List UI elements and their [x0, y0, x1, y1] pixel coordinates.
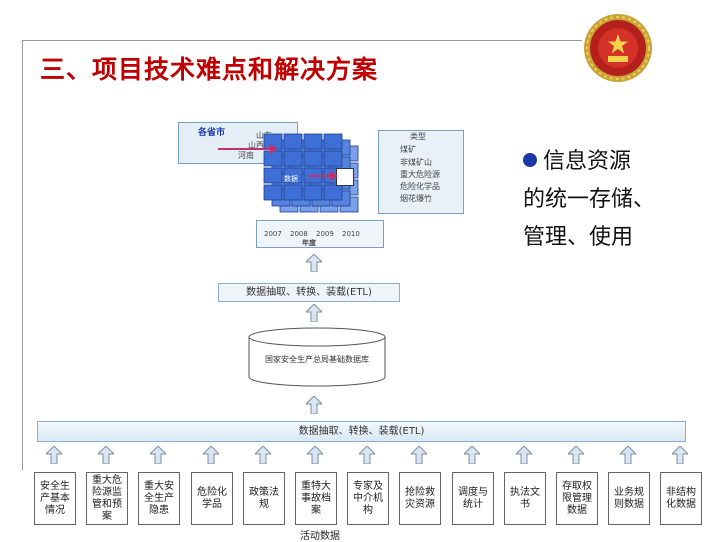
database-label: 国家安全生产总局基础数据库 — [265, 355, 369, 364]
source-box: 安全生产基本情况 — [34, 472, 76, 525]
up-arrow-icon — [306, 254, 322, 272]
cube-cell — [283, 150, 303, 167]
source-label: 重大安全生产隐患 — [144, 480, 174, 516]
source-box: 重大安全生产隐患 — [138, 472, 180, 525]
industry-3: 重大危险源 — [400, 170, 440, 179]
up-arrow-icon — [566, 445, 586, 465]
industry-2: 非煤矿山 — [400, 158, 432, 167]
industry-4: 危险化学品 — [400, 182, 440, 191]
arrow-to-cube-icon — [218, 144, 278, 154]
source-box: 重特大事故档案 — [295, 472, 337, 525]
up-arrow-icon — [44, 445, 64, 465]
frame-top-line — [22, 40, 582, 41]
source-label: 专家及中介机构 — [353, 480, 383, 516]
source-box: 非结构化数据 — [660, 472, 702, 525]
activity-label: 活动数据 — [300, 531, 340, 542]
national-emblem-icon — [584, 14, 652, 82]
up-arrow-icon — [357, 445, 377, 465]
source-box: 专家及中介机构 — [347, 472, 389, 525]
page-title: 三、项目技术难点和解决方案 — [40, 55, 379, 84]
data-cube-diagram: 各省市 山东 山西 河南 类型 煤矿 非煤矿山 重大危险源 危险化学品 烟花爆竹… — [178, 122, 468, 250]
bullet-line-3: 管理、使用 — [523, 225, 634, 250]
source-box: 调度与统计 — [452, 472, 494, 525]
year-axis-label: 年度 — [302, 239, 316, 247]
database-icon — [248, 327, 386, 387]
cube-cell — [283, 167, 303, 184]
etl-top-box: 数据抽取、转换、装载(ETL) — [218, 283, 400, 302]
bullet-dot-icon — [523, 153, 537, 167]
source-label: 业务规则数据 — [614, 486, 644, 510]
source-box: 政策法规 — [243, 472, 285, 525]
year-panel — [256, 220, 384, 248]
cube-cell — [303, 133, 323, 150]
source-box: 业务规则数据 — [608, 472, 650, 525]
source-label: 重大危险源监管和预案 — [92, 474, 122, 522]
up-arrow-icon — [670, 445, 690, 465]
source-label: 安全生产基本情况 — [40, 480, 70, 516]
province-header: 各省市 — [198, 128, 226, 138]
etl-bottom-box: 数据抽取、转换、装载(ETL) — [37, 421, 686, 442]
industry-header: 类型 — [410, 132, 426, 141]
cube-cell — [263, 167, 283, 184]
source-label: 调度与统计 — [458, 486, 488, 510]
up-arrow-icon — [618, 445, 638, 465]
cube-cell — [303, 150, 323, 167]
year-3: 2009 — [316, 230, 334, 238]
highlight-cell — [336, 168, 354, 186]
year-2: 2008 — [290, 230, 308, 238]
province-3: 河南 — [238, 151, 254, 160]
source-label: 政策法规 — [249, 486, 279, 510]
up-arrow-icon — [462, 445, 482, 465]
up-arrow-icon — [306, 304, 322, 322]
cube-cell — [283, 184, 303, 201]
source-box: 执法文书 — [504, 472, 546, 525]
cube-cell — [323, 184, 343, 201]
data-cell-label: 数据 — [284, 175, 298, 183]
year-1: 2007 — [264, 230, 282, 238]
bullet-line-1: 信息资源 — [523, 143, 655, 181]
bullet-block: 信息资源 的统一存储、 管理、使用 — [523, 143, 655, 257]
bullet-line-2: 的统一存储、 — [523, 187, 656, 212]
cube-cell — [263, 184, 283, 201]
source-label: 非结构化数据 — [666, 486, 696, 510]
source-box: 重大危险源监管和预案 — [86, 472, 128, 525]
source-label: 危险化学品 — [197, 486, 227, 510]
cube-cell — [323, 150, 343, 167]
up-arrow-icon — [201, 445, 221, 465]
industry-5: 烟花爆竹 — [400, 194, 432, 203]
year-4: 2010 — [342, 230, 360, 238]
bullet-text-1: 信息资源 — [543, 149, 632, 174]
frame-left-line — [22, 40, 23, 470]
source-label: 存取权限管理数据 — [562, 480, 592, 516]
cube-cell — [303, 184, 323, 201]
industry-panel — [378, 130, 464, 214]
up-arrow-icon — [148, 445, 168, 465]
up-arrow-icon — [305, 445, 325, 465]
up-arrow-icon — [306, 396, 322, 414]
up-arrow-icon — [514, 445, 534, 465]
database-cylinder: 国家安全生产总局基础数据库 — [247, 327, 387, 387]
source-box: 存取权限管理数据 — [556, 472, 598, 525]
source-label: 重特大事故档案 — [301, 480, 331, 516]
province-2: 山西 — [248, 141, 264, 150]
cube-cell — [323, 133, 343, 150]
source-box: 抢险救灾资源 — [399, 472, 441, 525]
source-label: 执法文书 — [510, 486, 540, 510]
industry-1: 煤矿 — [400, 145, 416, 154]
arrow-to-cell-icon — [308, 171, 338, 181]
cube-cell — [283, 133, 303, 150]
up-arrow-icon — [96, 445, 116, 465]
source-label: 抢险救灾资源 — [405, 486, 435, 510]
source-box: 危险化学品 — [191, 472, 233, 525]
up-arrow-icon — [409, 445, 429, 465]
up-arrow-icon — [253, 445, 273, 465]
